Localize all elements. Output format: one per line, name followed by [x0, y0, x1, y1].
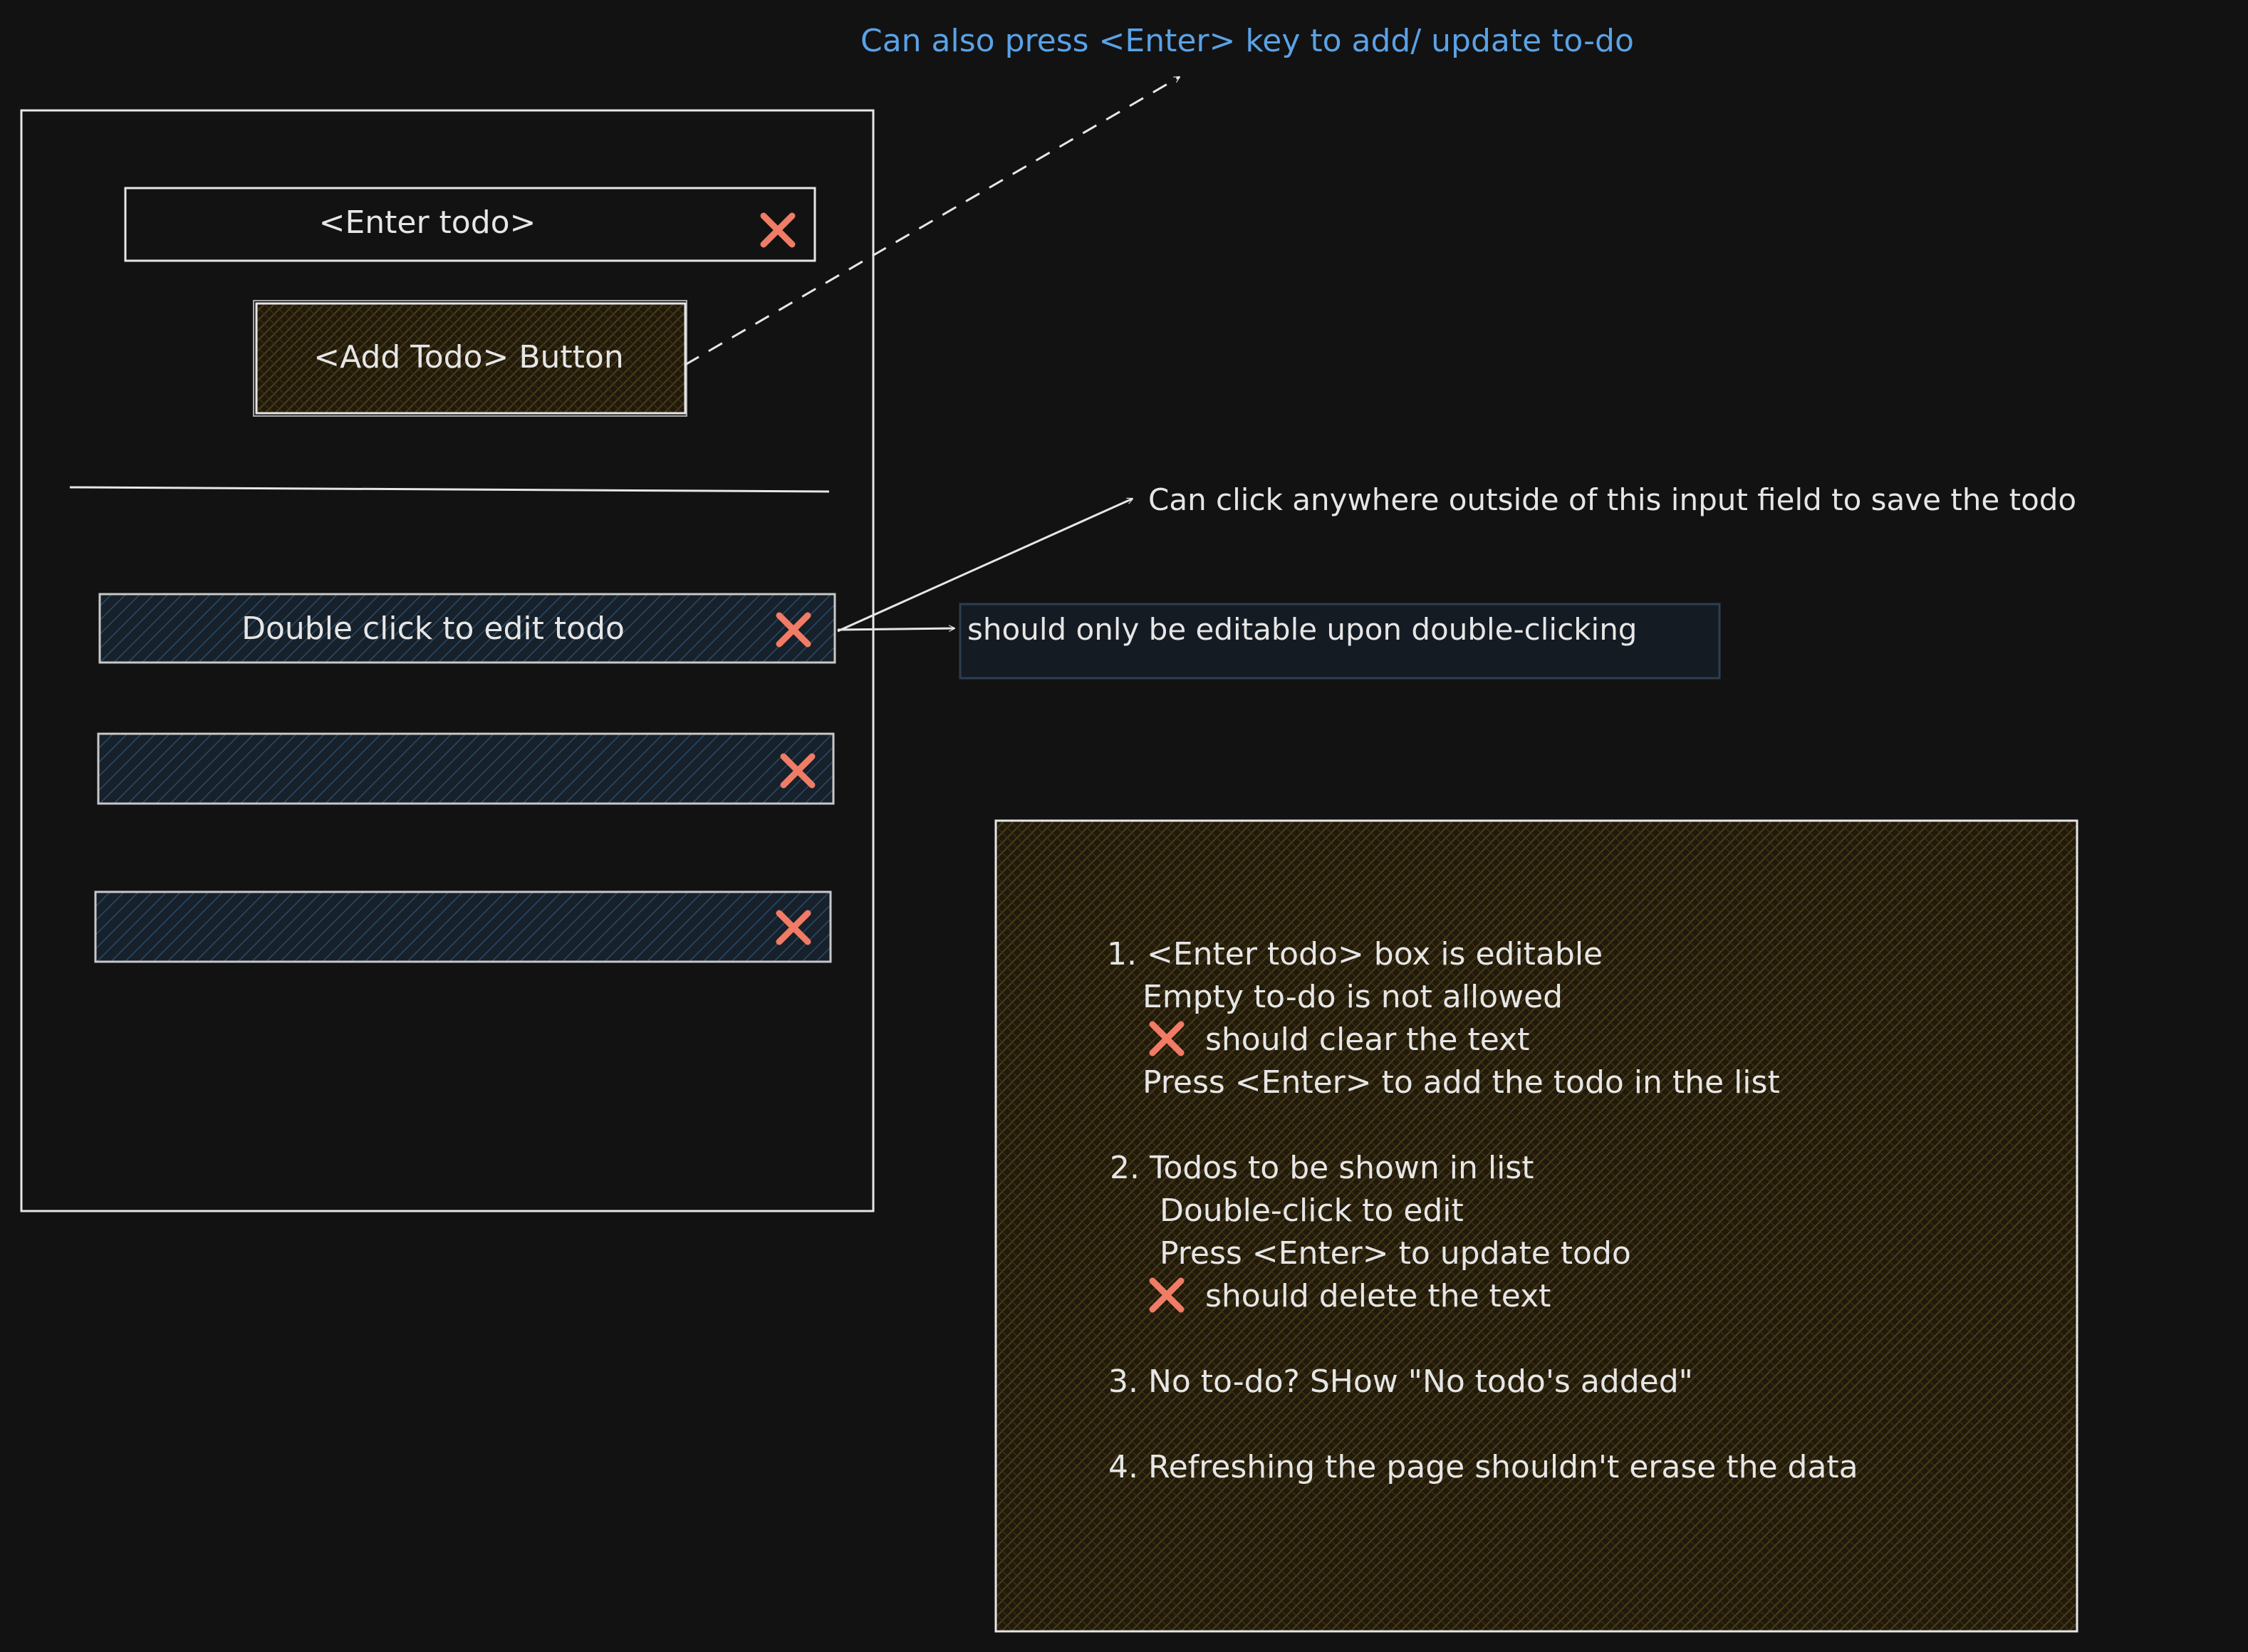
- click-outside-arrow: [837, 497, 1133, 633]
- todo-input[interactable]: <Enter todo>: [124, 187, 816, 262]
- requirement-line: 4. Refreshing the page shouldn't erase t…: [1108, 1449, 1858, 1485]
- enter-key-note: Can also press <Enter> key to add/ updat…: [860, 23, 1634, 59]
- divider: [69, 486, 830, 493]
- todo-item[interactable]: [97, 732, 835, 805]
- app-frame: [20, 109, 875, 1212]
- requirement-line: 1. <Enter todo> box is editable: [1107, 936, 1603, 972]
- requirement-line: Double-click to edit: [1160, 1193, 1464, 1229]
- requirement-line: should clear the text: [1205, 1022, 1529, 1058]
- enter-key-arrow: [685, 76, 1180, 366]
- editable-note: should only be editable upon double-clic…: [967, 612, 1637, 647]
- editable-note-box: should only be editable upon double-clic…: [959, 603, 1721, 680]
- requirement-line: Press <Enter> to update todo: [1160, 1235, 1631, 1272]
- add-todo-button-label: <Add Todo> Button: [313, 339, 623, 375]
- requirement-line: 3. No to-do? SHow "No todo's added": [1108, 1363, 1693, 1400]
- requirement-line: Empty to-do is not allowed: [1143, 979, 1563, 1015]
- requirement-line: should delete the text: [1205, 1278, 1551, 1314]
- close-icon[interactable]: [764, 216, 792, 244]
- requirements-panel: 1. <Enter todo> box is editable Empty to…: [994, 819, 2078, 1633]
- requirement-line: 2. Todos to be shown in list: [1110, 1150, 1534, 1186]
- todo-item[interactable]: Double click to edit todo: [98, 593, 836, 664]
- requirement-line: Press <Enter> to add the todo in the lis…: [1143, 1064, 1780, 1101]
- todo-item[interactable]: [94, 890, 832, 963]
- editable-arrow: [837, 628, 954, 630]
- todo-item-text: Double click to edit todo: [241, 611, 625, 647]
- click-outside-note: Can click anywhere outside of this input…: [1148, 482, 2076, 517]
- add-todo-button[interactable]: <Add Todo> Button: [253, 300, 687, 417]
- todo-input-placeholder: <Enter todo>: [319, 204, 536, 241]
